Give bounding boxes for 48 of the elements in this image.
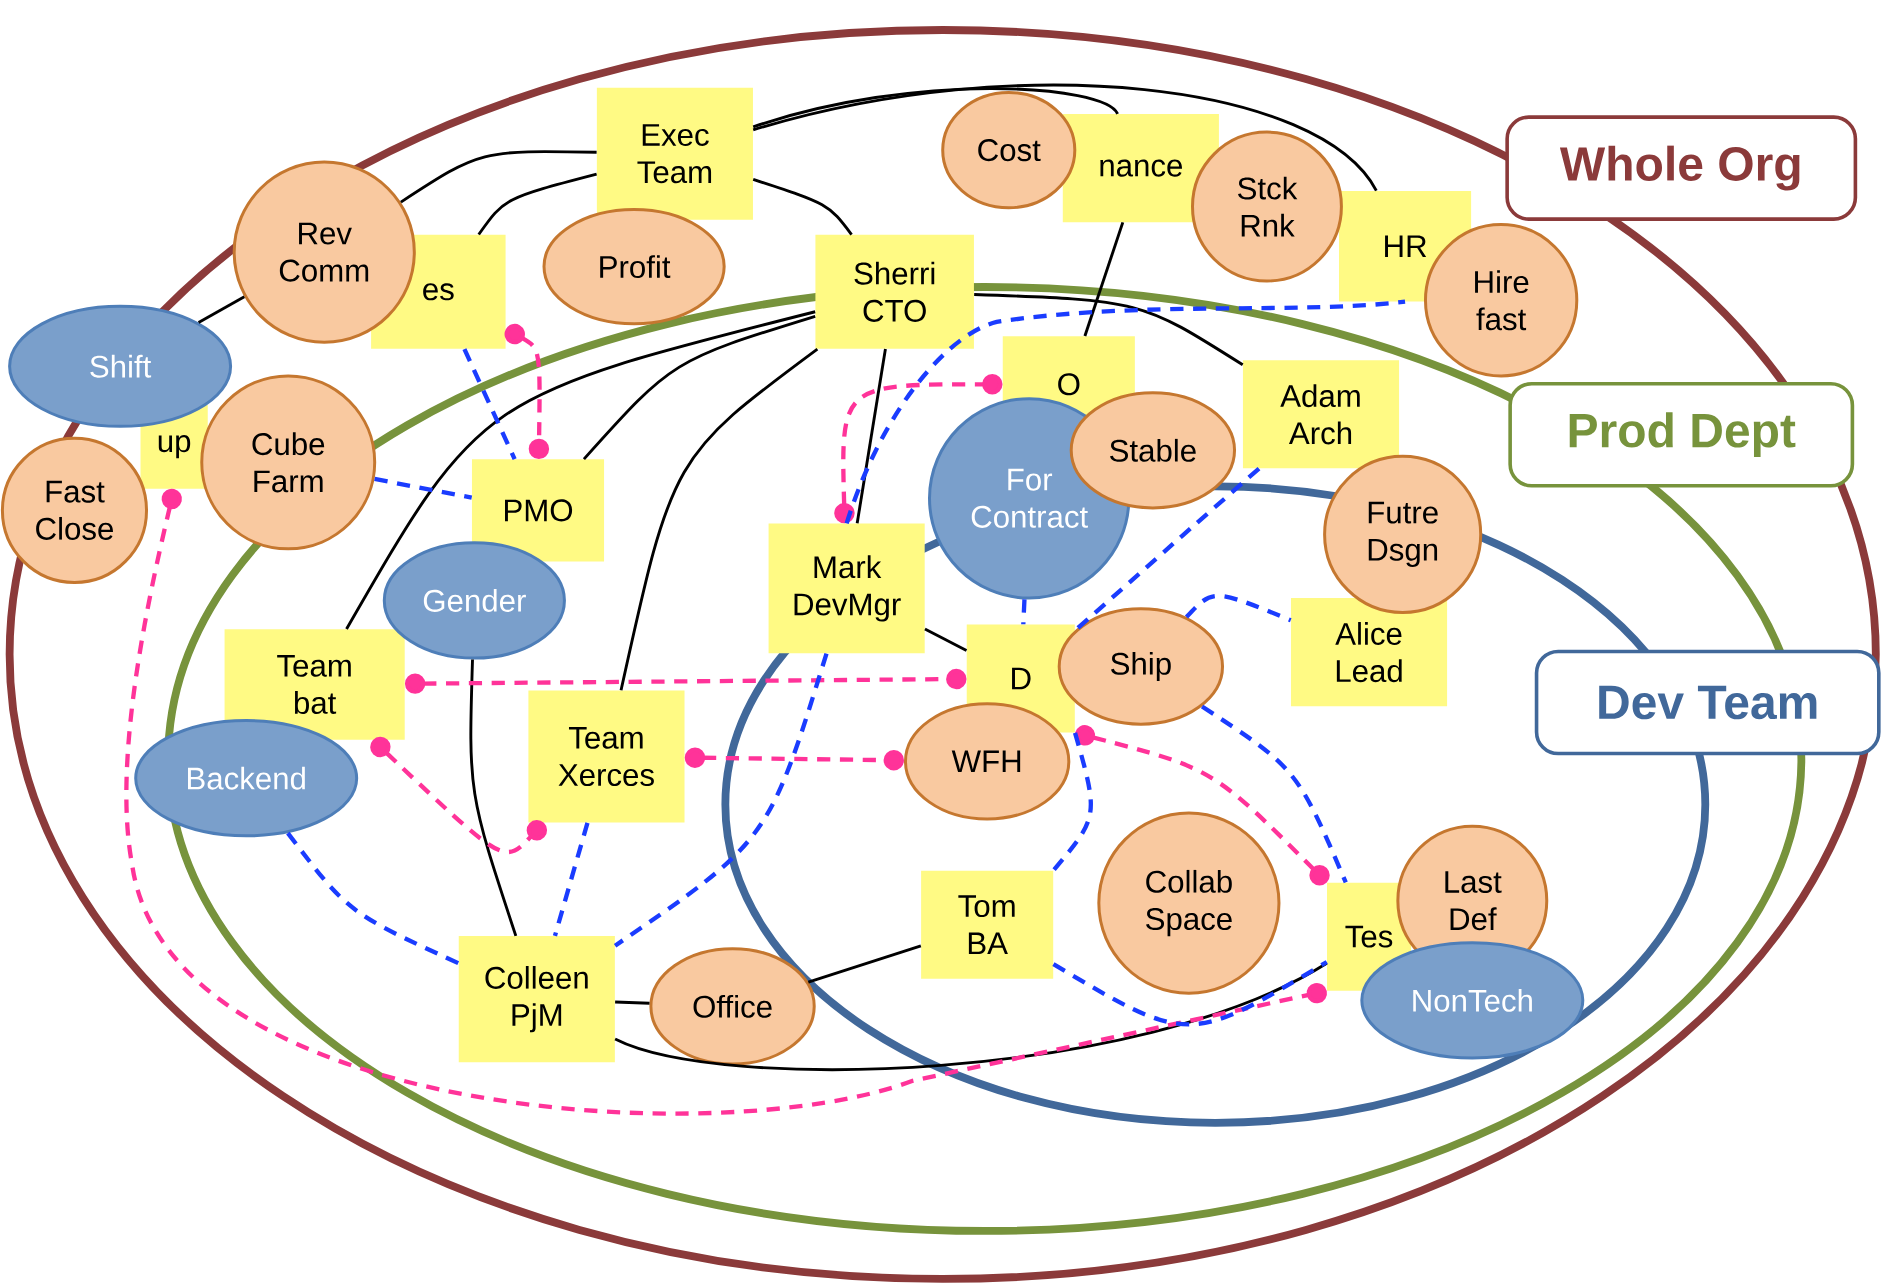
sticky-note: Mark DevMgr	[768, 523, 925, 654]
pin-link	[370, 737, 548, 855]
connector-line	[1083, 222, 1125, 337]
dashed-link	[286, 832, 460, 966]
connector-line	[477, 172, 597, 236]
dashed-link	[552, 822, 590, 937]
sticky-note: Adam Arch	[1242, 360, 1400, 469]
dashed-link	[374, 477, 473, 500]
pin-link	[834, 374, 1003, 524]
connector-line	[469, 659, 518, 937]
dashed-link	[1184, 594, 1292, 623]
connector-line	[582, 315, 816, 461]
dashed-link	[613, 653, 829, 948]
sticky-note: PMO	[471, 459, 605, 562]
sticky-note: Team bat	[224, 629, 405, 740]
dashed-link	[462, 348, 517, 461]
dashed-link	[1021, 599, 1027, 625]
connector-line	[615, 1000, 650, 1005]
sticky-note: Team Xerces	[528, 690, 685, 823]
pin-link	[684, 747, 904, 771]
connector-line	[619, 348, 819, 691]
pin-link	[504, 324, 550, 460]
connector-line	[197, 295, 246, 324]
connector-line	[614, 962, 1328, 1072]
sticky-note: Sherri CTO	[815, 235, 974, 350]
connector-line	[807, 944, 922, 984]
pin-link	[404, 669, 967, 695]
group-label: Whole Org	[1505, 115, 1858, 222]
connector-line	[752, 178, 853, 236]
connector-line	[752, 84, 1378, 192]
sticky-note: Colleen PjM	[458, 936, 615, 1063]
pin-link	[1074, 725, 1330, 886]
sticky-note: Exec Team	[596, 87, 753, 220]
sticky-note: Tom BA	[921, 870, 1054, 979]
connector-line	[924, 627, 968, 652]
group-label: Prod Dept	[1508, 382, 1855, 488]
group-label: Dev Team	[1534, 649, 1881, 756]
connector-line	[345, 310, 816, 630]
dashed-link	[1052, 960, 1328, 1027]
connector-line	[974, 293, 1244, 367]
pin-link	[124, 488, 1327, 1116]
dashed-link	[844, 299, 1406, 525]
dashed-link	[1051, 732, 1093, 872]
connector-line	[752, 87, 1119, 129]
dashed-link	[1200, 704, 1348, 884]
sticky-note: Alice Lead	[1290, 598, 1448, 707]
connector-line	[855, 349, 887, 524]
connector-line	[400, 150, 597, 204]
